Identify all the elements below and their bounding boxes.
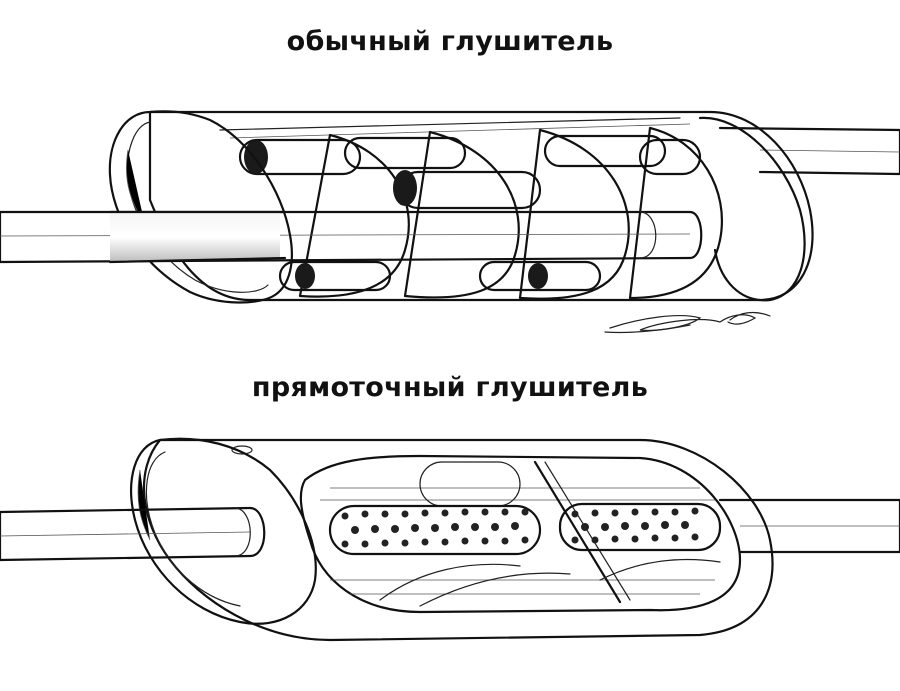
title-straight-through-muffler: прямоточный глушитель (251, 372, 649, 403)
baffle-plates (298, 126, 723, 300)
title-conventional-muffler: обычный глушитель (286, 26, 614, 57)
perforated-tube (328, 502, 722, 556)
cutaway-window (299, 454, 742, 614)
lower-fins (379, 558, 721, 607)
rear-end-cap-top (698, 116, 806, 302)
front-end-cap-top (108, 110, 293, 304)
inlet-pipe-bottom (0, 506, 266, 562)
outlet-pipe-bottom (718, 498, 900, 554)
internal-tubes (238, 134, 702, 292)
artist-signature (604, 311, 771, 334)
muffler-shell-top (148, 110, 814, 302)
front-end-cap-bottom (130, 437, 317, 625)
